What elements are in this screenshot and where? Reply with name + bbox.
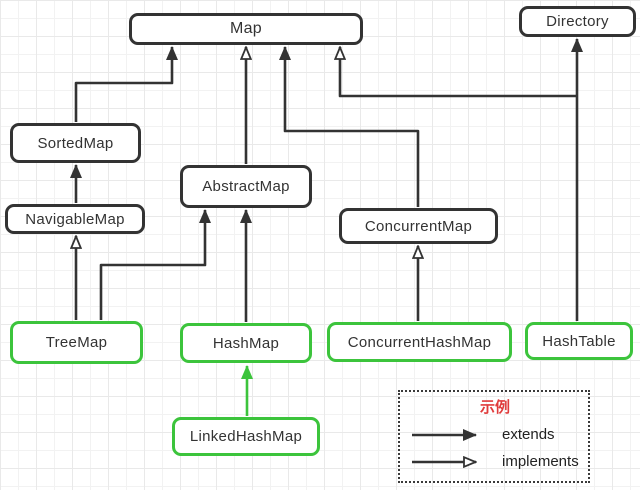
node-hashtable-label: HashTable <box>542 332 616 350</box>
node-linkedhashmap-label: LinkedHashMap <box>189 428 303 445</box>
edge-hashtable-implements-map <box>340 47 577 98</box>
node-treemap: TreeMap <box>10 321 143 364</box>
node-abstractmap: AbstractMap <box>180 165 312 208</box>
node-concurrentmap-label: ConcurrentMap <box>364 217 473 235</box>
node-directory-label: Directory <box>546 13 609 30</box>
node-linkedhashmap: LinkedHashMap <box>172 417 320 456</box>
node-navigablemap: NavigableMap <box>5 204 145 234</box>
node-sortedmap: SortedMap <box>10 123 141 163</box>
edge-treemap-extends-abstractmap <box>99 209 211 320</box>
legend-box: 示例 extends implements <box>398 390 590 483</box>
hollow-arrow-icon <box>412 455 480 469</box>
edge-sortedmap-extends-map <box>74 46 178 122</box>
node-concurrenthashmap: ConcurrentHashMap <box>327 322 512 362</box>
legend-label-extends: extends <box>502 426 555 443</box>
node-map-label: Map <box>229 20 263 37</box>
node-hashtable: HashTable <box>525 322 633 360</box>
node-concurrentmap: ConcurrentMap <box>339 208 498 244</box>
node-hashmap: HashMap <box>180 323 312 363</box>
legend-row-extends: extends <box>410 421 580 448</box>
node-abstractmap-label: AbstractMap <box>202 178 290 195</box>
node-navigablemap-label: NavigableMap <box>25 210 125 228</box>
node-treemap-label: TreeMap <box>45 334 108 351</box>
node-directory: Directory <box>519 6 636 37</box>
legend-title: 示例 <box>479 399 510 416</box>
node-map: Map <box>129 13 363 45</box>
node-concurrenthashmap-label: ConcurrentHashMap <box>347 333 492 351</box>
solid-arrow-icon <box>412 428 477 441</box>
edge-concurrentmap-extends-map <box>279 46 420 207</box>
legend-label-implements: implements <box>502 453 579 470</box>
node-hashmap-label: HashMap <box>212 334 280 352</box>
legend-row-implements: implements <box>410 448 580 475</box>
node-sortedmap-label: SortedMap <box>37 134 114 152</box>
